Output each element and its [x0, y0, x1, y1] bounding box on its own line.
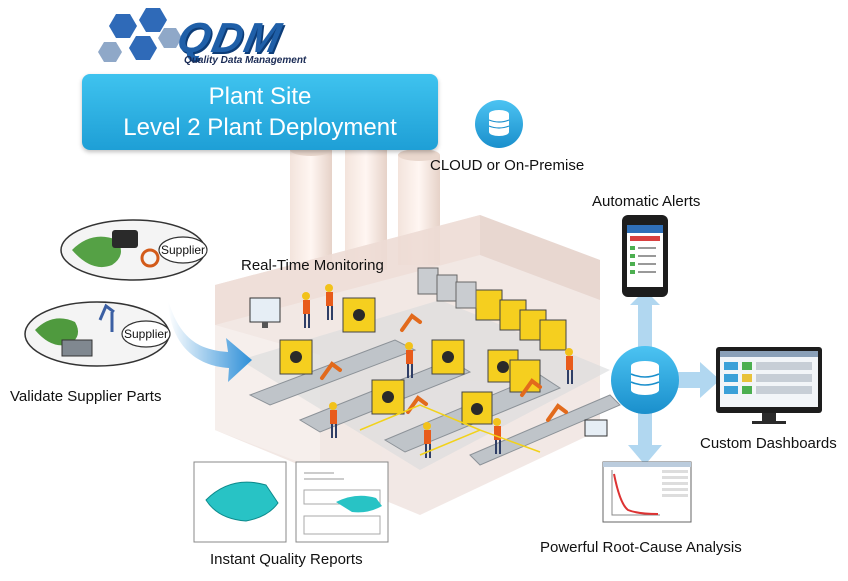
hexagon-logo-icon: [98, 8, 182, 62]
reports-label: Instant Quality Reports: [210, 551, 363, 568]
supplier-label-1: Supplier: [161, 243, 206, 257]
logo-tagline: Quality Data Management: [184, 55, 307, 66]
banner-subtitle: Level 2 Plant Deployment: [123, 114, 397, 141]
data-flow-arrows: [628, 290, 720, 465]
flow-paths: [359, 404, 541, 456]
phone-alerts-device: [622, 215, 668, 297]
root-cause-label: Powerful Root-Cause Analysis: [540, 539, 742, 556]
validate-label: Validate Supplier Parts: [10, 388, 162, 405]
dashboards-label: Custom Dashboards: [700, 435, 837, 452]
root-cause-chart: [602, 461, 692, 523]
cloud-database-icon: [475, 100, 523, 148]
dashboard-monitor: [716, 347, 822, 424]
quality-report-2: [295, 461, 389, 543]
supplier-globe-1: [60, 219, 206, 281]
central-database-icon: [611, 346, 679, 414]
plant-monitors: [249, 297, 608, 437]
supplier-globe-2: [24, 301, 170, 367]
banner-title: Plant Site: [208, 83, 312, 110]
supplier-label-2: Supplier: [124, 327, 169, 341]
supplier-flow-arrow: [168, 300, 252, 382]
alerts-label: Automatic Alerts: [592, 193, 701, 210]
quality-report-1: [193, 461, 287, 543]
plant-site-banner: Plant Site Level 2 Plant Deployment: [82, 74, 438, 150]
robot-arms: [320, 313, 568, 422]
server-racks: [417, 267, 477, 309]
cloud-label: CLOUD or On-Premise: [430, 157, 585, 174]
monitoring-label: Real-Time Monitoring: [241, 257, 384, 274]
machines: [279, 289, 567, 425]
